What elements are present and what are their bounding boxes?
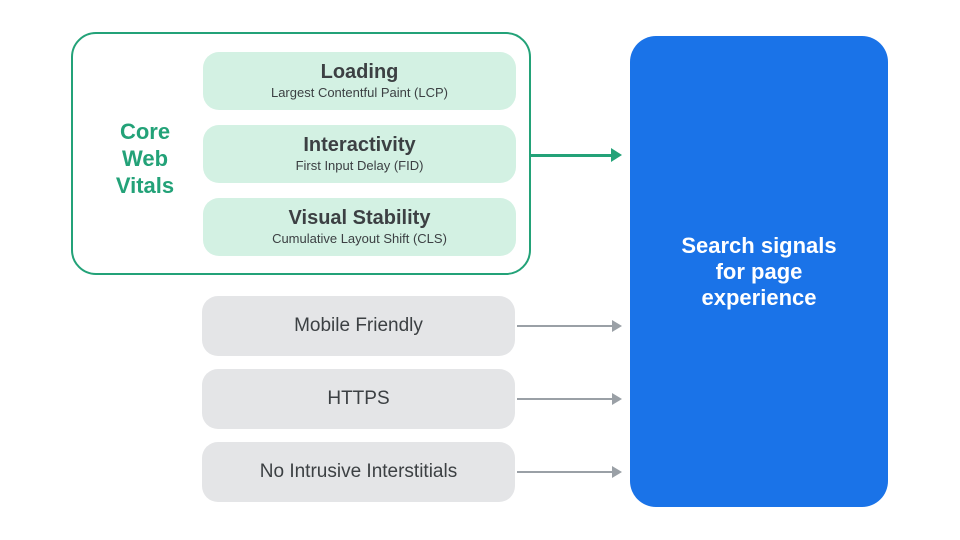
arrow-core-web-vitals-line xyxy=(531,154,613,157)
vital-subtitle-fid: First Input Delay (FID) xyxy=(295,158,424,173)
arrow-mobile-friendly-head-icon xyxy=(612,320,622,332)
signal-label-mobile-friendly: Mobile Friendly xyxy=(294,315,423,336)
signal-card-https: HTTPS xyxy=(202,369,515,429)
vital-title-loading: Loading xyxy=(320,61,399,83)
vital-card-loading: Loading Largest Contentful Paint (LCP) xyxy=(203,52,516,110)
vital-title-interactivity: Interactivity xyxy=(303,134,416,156)
arrow-no-intrusive-interstitials-head-icon xyxy=(612,466,622,478)
vital-subtitle-lcp: Largest Contentful Paint (LCP) xyxy=(270,85,449,100)
vital-card-visual-stability: Visual Stability Cumulative Layout Shift… xyxy=(203,198,516,256)
arrow-mobile-friendly-line xyxy=(517,325,613,327)
vital-title-visual-stability: Visual Stability xyxy=(288,207,431,229)
signal-card-mobile-friendly: Mobile Friendly xyxy=(202,296,515,356)
search-signals-line-1: Search signals xyxy=(681,232,837,258)
search-signals-line-3: experience xyxy=(701,284,817,310)
signal-card-no-intrusive-interstitials: No Intrusive Interstitials xyxy=(202,442,515,502)
signal-label-https: HTTPS xyxy=(327,388,390,409)
core-web-vitals-label: Core Web Vitals xyxy=(115,119,175,198)
arrow-https-line xyxy=(517,398,613,400)
search-signals-line-2: for page xyxy=(715,258,803,284)
search-signals-panel: Search signals for page experience xyxy=(630,36,888,507)
search-signals-label: Search signals for page experience xyxy=(664,233,854,311)
arrow-no-intrusive-interstitials-line xyxy=(517,471,613,473)
arrow-https-head-icon xyxy=(612,393,622,405)
signal-label-no-intrusive-interstitials: No Intrusive Interstitials xyxy=(259,461,458,482)
arrow-core-web-vitals-head-icon xyxy=(611,148,622,162)
vital-subtitle-cls: Cumulative Layout Shift (CLS) xyxy=(272,231,447,246)
vital-card-interactivity: Interactivity First Input Delay (FID) xyxy=(203,125,516,183)
